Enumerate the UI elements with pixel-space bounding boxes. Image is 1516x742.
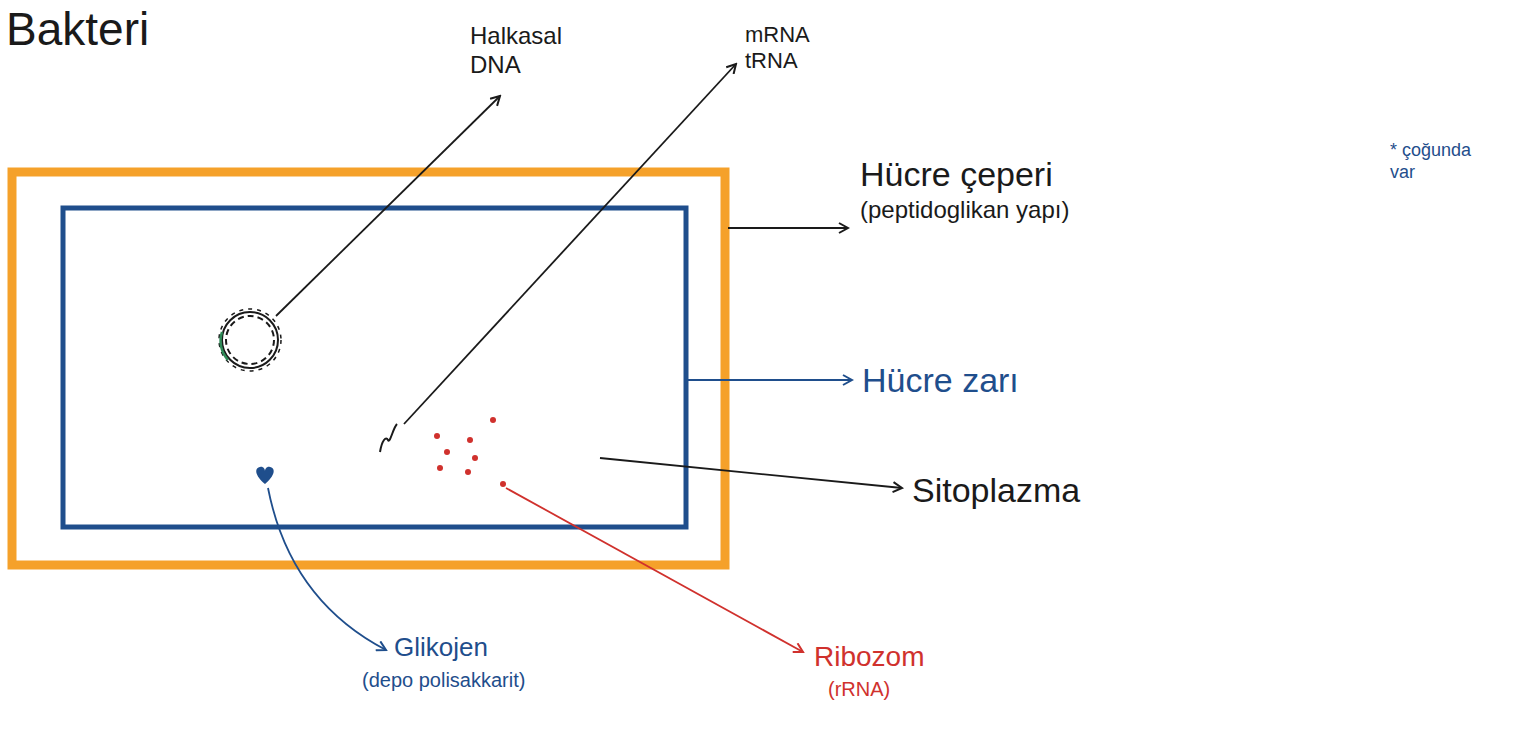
cell-wall bbox=[12, 172, 725, 565]
part-label: Glikojen bbox=[394, 632, 488, 663]
leader-line bbox=[728, 227, 848, 229]
mrna-squiggle bbox=[380, 424, 397, 452]
leader-line bbox=[276, 96, 500, 316]
leader-line bbox=[600, 458, 902, 488]
leader-line bbox=[688, 379, 852, 381]
part-label: Halkasal DNA bbox=[470, 22, 562, 80]
diagram-title: Bakteri bbox=[6, 2, 149, 57]
part-label: (depo polisakkarit) bbox=[362, 668, 525, 692]
cell-membrane bbox=[63, 208, 686, 527]
part-label: (peptidoglikan yapı) bbox=[860, 196, 1069, 225]
leader-line bbox=[268, 488, 386, 650]
ribosome-dots bbox=[434, 417, 506, 487]
circular-dna bbox=[219, 309, 281, 371]
leader-line bbox=[404, 64, 736, 424]
glycogen-granule bbox=[256, 467, 273, 484]
part-label: Hücre zarı bbox=[862, 360, 1019, 401]
part-label: (rRNA) bbox=[828, 677, 890, 701]
part-label: Sitoplazma bbox=[912, 470, 1080, 511]
leader-line bbox=[506, 488, 803, 652]
part-label: Hücre çeperi bbox=[860, 154, 1053, 195]
part-label: Ribozom bbox=[814, 640, 924, 674]
part-label: mRNA tRNA bbox=[745, 22, 809, 75]
part-label: * çoğunda var bbox=[1390, 140, 1490, 183]
